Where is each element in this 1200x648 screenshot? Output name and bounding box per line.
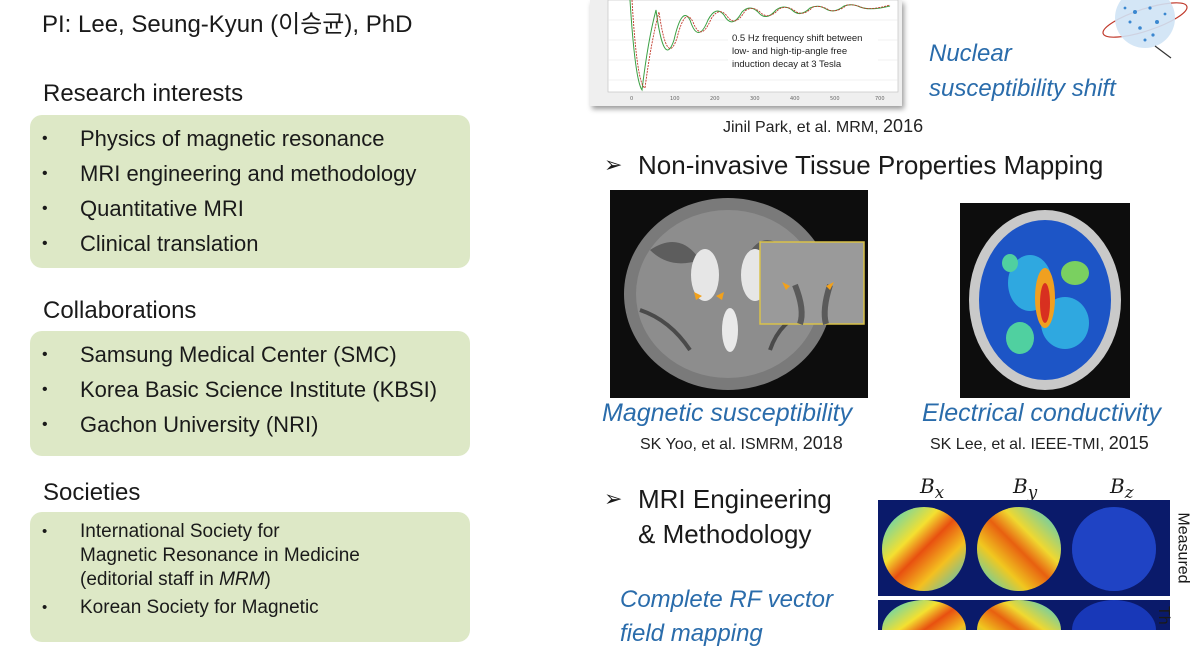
collaborations-box: Samsung Medical Center (SMC) Korea Basic… bbox=[30, 331, 470, 456]
pi-name: PI: Lee, Seung-Kyun (이승균), PhD bbox=[42, 11, 413, 38]
rf-vector-label: Complete RF vector bbox=[620, 586, 833, 613]
society-line: International Society for bbox=[80, 521, 280, 542]
electrical-conductivity-label: Electrical conductivity bbox=[922, 399, 1161, 427]
rf-field-maps-image bbox=[878, 500, 1170, 648]
b-x-label: Bx bbox=[920, 474, 945, 502]
tissue-mapping-heading: ➢ Non-invasive Tissue Properties Mapping bbox=[604, 150, 1104, 180]
b-z-label: Bz bbox=[1110, 474, 1134, 502]
svg-text:100: 100 bbox=[670, 96, 680, 102]
svg-text:400: 400 bbox=[790, 96, 800, 102]
magnetic-susceptibility-label: Magnetic susceptibility bbox=[602, 399, 853, 427]
mri-engineering-heading: ➢ MRI Engineering & Methodology bbox=[604, 484, 832, 549]
list-item: Gachon University (NRI) bbox=[30, 407, 470, 442]
svg-text:200: 200 bbox=[710, 96, 720, 102]
research-interests-heading: Research interests bbox=[43, 80, 244, 107]
list-item: Samsung Medical Center (SMC) bbox=[30, 337, 470, 372]
svg-text:0: 0 bbox=[630, 96, 633, 102]
nuclear-label: Nuclear bbox=[929, 40, 1012, 67]
citation-yoo: SK Yoo, et al. ISMRM, 2018 bbox=[640, 433, 843, 453]
rf-mapping-label: field mapping bbox=[620, 620, 763, 647]
svg-text:300: 300 bbox=[750, 96, 760, 102]
svg-text:500: 500 bbox=[830, 96, 840, 102]
atom-illustration bbox=[1102, 0, 1188, 59]
arrow-bullet-icon: ➢ bbox=[604, 486, 623, 511]
research-interests-box: Physics of magnetic resonance MRI engine… bbox=[30, 115, 470, 268]
list-item: Clinical translation bbox=[30, 226, 470, 261]
svg-text:700: 700 bbox=[875, 96, 885, 102]
conductivity-map-image bbox=[960, 203, 1130, 398]
societies-heading: Societies bbox=[43, 479, 141, 506]
list-item: International Society for Magnetic Reson… bbox=[30, 520, 470, 592]
theory-label: Th bbox=[1155, 606, 1172, 625]
arrow-bullet-icon: ➢ bbox=[604, 152, 623, 177]
susceptibility-shift-label: susceptibility shift bbox=[929, 75, 1116, 102]
list-item: MRI engineering and methodology bbox=[30, 156, 470, 191]
b-y-label: By bbox=[1013, 474, 1038, 502]
society-line: Magnetic Resonance in Medicine bbox=[80, 545, 360, 566]
measured-label-wrap: Measured bbox=[1168, 500, 1198, 596]
citation-lee: SK Lee, et al. IEEE-TMI, 2015 bbox=[930, 433, 1149, 453]
list-item: Korean Society for Magnetic bbox=[30, 596, 470, 620]
list-item: Korea Basic Science Institute (KBSI) bbox=[30, 372, 470, 407]
societies-box: International Society for Magnetic Reson… bbox=[30, 512, 470, 642]
susceptibility-map-image bbox=[610, 190, 868, 398]
list-item: Physics of magnetic resonance bbox=[30, 121, 470, 156]
list-item: Quantitative MRI bbox=[30, 191, 470, 226]
measured-label: Measured bbox=[1175, 512, 1192, 584]
citation-park: Jinil Park, et al. MRM, 2016 bbox=[723, 116, 924, 136]
society-line: (editorial staff in MRM) bbox=[80, 569, 271, 590]
collaborations-heading: Collaborations bbox=[43, 297, 197, 324]
fid-figure-caption: 0.5 Hz frequency shift between low- and … bbox=[728, 30, 878, 73]
